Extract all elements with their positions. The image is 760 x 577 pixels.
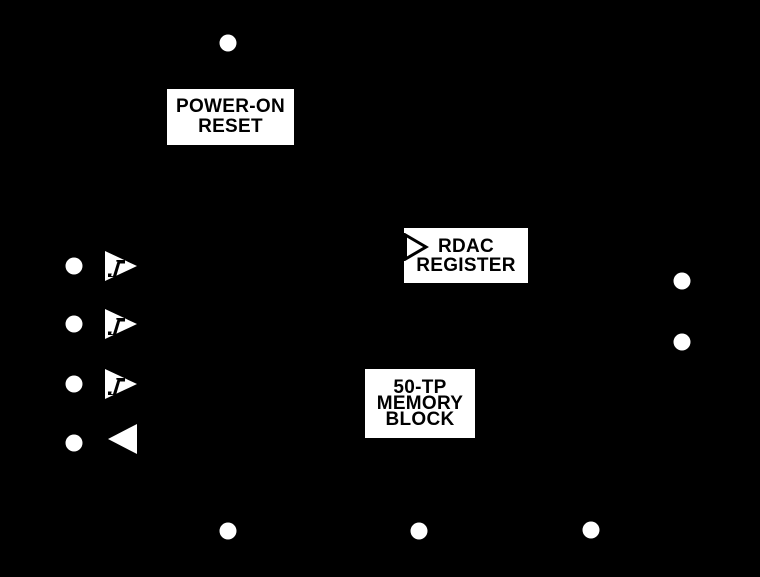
rdac-register-label-line1: RDAC: [437, 235, 495, 257]
power-on-reset-label-line1: POWER-ON: [175, 96, 285, 117]
pin-left-4: [65, 434, 83, 452]
pin-bottom-1: [219, 522, 237, 540]
memory-block-label-line1: 50-TP: [393, 376, 447, 398]
clock-input-icon: [404, 233, 429, 261]
schmitt-trigger-buffer-icon-1: [105, 251, 137, 281]
rdac-register-block: RDAC REGISTER: [404, 228, 528, 283]
power-on-reset-block: POWER-ON RESET: [167, 89, 294, 145]
memory-block-label-line2: MEMORY: [376, 392, 464, 414]
pin-left-2: [65, 315, 83, 333]
pin-right-2: [673, 333, 691, 351]
pin-top-1: [219, 34, 237, 52]
output-buffer-icon: [108, 424, 137, 454]
schmitt-trigger-buffer-icon-3: [105, 369, 137, 399]
schmitt-trigger-buffer-icon-2: [105, 309, 137, 339]
pin-left-1: [65, 257, 83, 275]
pin-bottom-3: [582, 521, 600, 539]
memory-block-label-line3: BLOCK: [385, 408, 455, 430]
pin-bottom-2: [410, 522, 428, 540]
pin-right-1: [673, 272, 691, 290]
pin-left-3: [65, 375, 83, 393]
power-on-reset-label-line2: RESET: [198, 116, 263, 137]
rdac-register-label-line2: REGISTER: [416, 254, 516, 276]
memory-block: 50-TP MEMORY BLOCK: [365, 369, 475, 438]
